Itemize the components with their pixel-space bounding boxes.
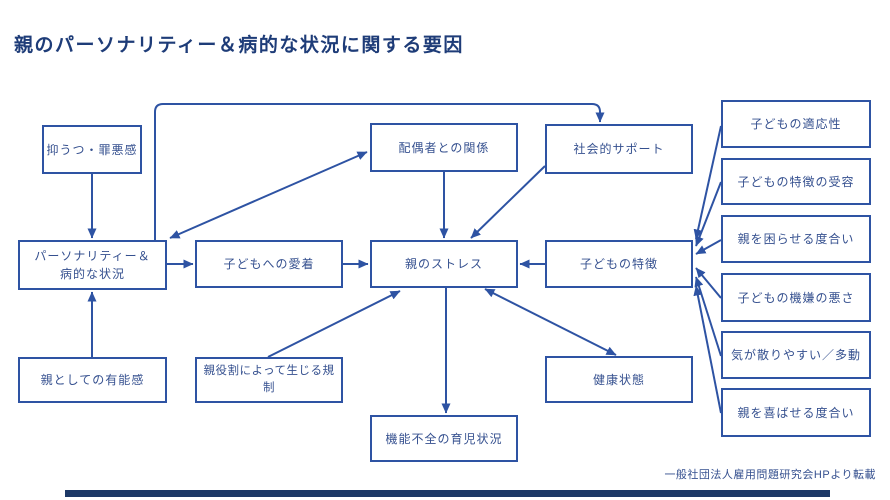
node-distractible-hyperactive-label: 気が散りやすい／多動 [730, 348, 861, 362]
page-title: 親のパーソナリティー＆病的な状況に関する要因 [14, 35, 464, 56]
node-dysfunctional-parenting-label: 機能不全の育児状況 [385, 431, 503, 446]
node-pleasing-degree: 親を喜ばせる度合い [721, 388, 871, 437]
node-depression: 抑うつ・罪悪感 [42, 125, 142, 174]
arrow-mood-to-traits [695, 267, 722, 299]
node-attachment-label: 子どもへの愛着 [223, 257, 315, 271]
node-role-restriction-label: 親役割によって生じる規制 [203, 364, 335, 394]
node-health: 健康状態 [545, 356, 693, 403]
arrow-role-to-stress [267, 290, 401, 358]
node-trait-acceptance: 子どもの特徴の受容 [721, 158, 871, 205]
node-social-support-label: 社会的サポート [573, 142, 665, 156]
node-child-traits-label: 子どもの特徴 [579, 257, 658, 271]
node-parent-stress: 親のストレス [370, 240, 518, 288]
arrow-support-to-stress [470, 165, 546, 239]
node-health-label: 健康状態 [592, 372, 645, 387]
node-trait-acceptance-label: 子どもの特徴の受容 [737, 174, 855, 189]
arrow-acceptance-to-traits [695, 181, 722, 247]
node-parent-stress-label: 親のストレス [404, 257, 483, 271]
node-troubling-degree: 親を困らせる度合い [721, 215, 871, 263]
node-social-support: 社会的サポート [545, 124, 693, 174]
node-attachment: 子どもへの愛着 [195, 240, 343, 288]
node-troubling-degree-label: 親を困らせる度合い [737, 232, 855, 246]
node-competence: 親としての有能感 [18, 357, 167, 403]
source-credit: 一般社団法人雇用問題研究会HPより転載 [664, 469, 876, 481]
node-personality-label: パーソナリティー＆ 病的な状況 [34, 249, 151, 281]
arrow-personality-spouse-bidirectional [169, 151, 368, 239]
arrow-distract-to-traits [694, 276, 722, 357]
node-personality: パーソナリティー＆ 病的な状況 [18, 240, 167, 290]
node-competence-label: 親としての有能感 [40, 373, 145, 387]
node-spouse-relation: 配偶者との関係 [370, 123, 518, 172]
node-role-restriction: 親役割によって生じる規制 [195, 357, 343, 403]
node-child-traits: 子どもの特徴 [545, 240, 693, 288]
arrow-pleasing-to-traits [693, 285, 722, 414]
arrow-stress-health-bidirectional [484, 288, 617, 356]
node-distractible-hyperactive: 気が散りやすい／多動 [721, 331, 871, 379]
node-spouse-relation-label: 配偶者との関係 [398, 140, 490, 155]
node-dysfunctional-parenting: 機能不全の育児状況 [370, 415, 518, 462]
footer-bar [65, 490, 830, 497]
node-child-adaptability: 子どもの適応性 [721, 100, 871, 148]
node-bad-mood: 子どもの機嫌の悪さ [721, 273, 871, 322]
node-pleasing-degree-label: 親を喜ばせる度合い [737, 405, 855, 420]
node-bad-mood-label: 子どもの機嫌の悪さ [737, 290, 855, 305]
node-depression-label: 抑うつ・罪悪感 [46, 142, 138, 157]
arrow-adaptability-to-traits [693, 125, 722, 240]
arrow-troubling-to-traits [695, 239, 722, 255]
node-child-adaptability-label: 子どもの適応性 [750, 117, 842, 131]
